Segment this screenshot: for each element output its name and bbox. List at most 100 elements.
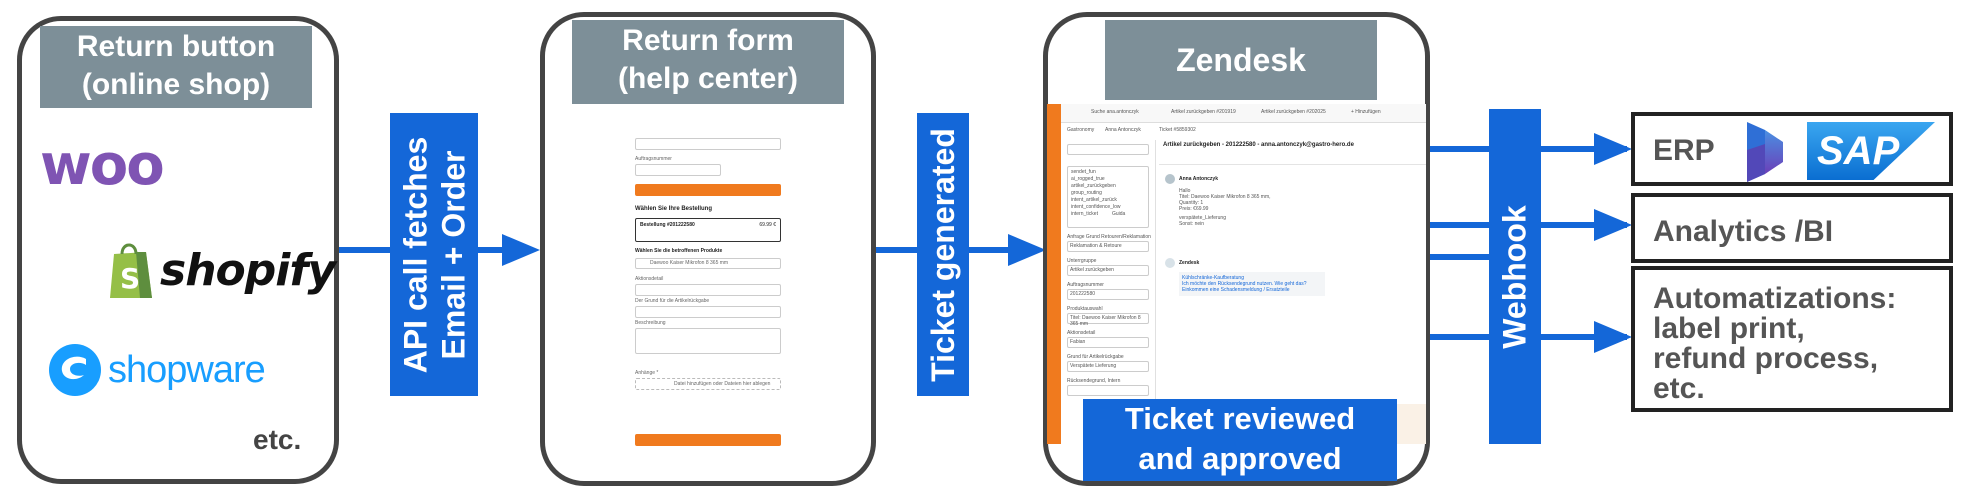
- zendesk-field-label-5: Aktionsdetail: [1067, 330, 1096, 336]
- zendesk-field-label-4: Produktauswahl: [1067, 306, 1103, 312]
- zendesk-suggested-articles: Kühlschränke-Kaufberatung Ich möchte den…: [1179, 272, 1325, 296]
- zendesk-crumb-3[interactable]: Ticket #5859302: [1159, 127, 1196, 133]
- zendesk-crumb-2[interactable]: Anna Antonczyk: [1105, 127, 1141, 133]
- form-product-label: Daewoo Kaiser Mikrofon 8 365 mm: [650, 260, 729, 266]
- automations-line3: refund process,: [1653, 342, 1879, 375]
- zendesk-article-link-3[interactable]: Einkommen eine Schadensmeldung / Ersatzt…: [1182, 287, 1290, 293]
- form-field-top[interactable]: [635, 138, 781, 150]
- arrow-1b-line: [478, 247, 506, 253]
- zendesk-field-6[interactable]: Verspätete Lieferung: [1067, 361, 1149, 372]
- zendesk-tag-5: intent_artikel_zurück: [1071, 197, 1117, 203]
- form-label-order-number: Auftragsnummer: [635, 156, 672, 162]
- zendesk-field-label-7: Rücksendegrund, Intern: [1067, 378, 1121, 384]
- form-field-description[interactable]: [635, 328, 781, 354]
- erp-arrow-head: [1594, 133, 1632, 165]
- analytics-label: Analytics /BI: [1653, 215, 1834, 248]
- webhook-in-line: [1430, 254, 1490, 260]
- automation-arrow-line: [1541, 334, 1627, 340]
- zendesk-tag-1: sendet_fun: [1071, 169, 1096, 175]
- return-form-title: Return form (help center): [572, 20, 844, 104]
- form-field-action[interactable]: [635, 284, 781, 296]
- zendesk-agent-name: Zendesk: [1179, 260, 1200, 266]
- form-screenshot: Auftragsnummer Wählen Sie Ihre Bestellun…: [545, 112, 871, 458]
- shopify-logo-text: shopify: [160, 244, 336, 296]
- form-order-title: Bestellung #201222580: [640, 222, 695, 228]
- zendesk-field-7[interactable]: [1067, 385, 1149, 396]
- zendesk-fields-panel: sendet_fun ai_rogged_true artikel_zurück…: [1063, 140, 1156, 440]
- zendesk-article-link-2[interactable]: Ich möchte den Rücksendegrund nutzen. Wi…: [1182, 281, 1307, 287]
- automation-arrow-head: [1594, 321, 1632, 353]
- zendesk-field-5-value: Fabian: [1070, 339, 1086, 345]
- zendesk-field-3[interactable]: 201222580: [1067, 289, 1149, 300]
- zendesk-field-6-value: Verspätete Lieferung: [1070, 363, 1117, 369]
- api-call-bar: API call fetches Email + Order: [390, 113, 478, 396]
- erp-label: ERP: [1653, 134, 1715, 167]
- erp-arrow-line: [1541, 146, 1627, 152]
- zendesk-tag-4: group_routing: [1071, 190, 1102, 196]
- return-button-title: Return button (online shop): [40, 26, 312, 108]
- analytics-arrow-line-a: [1430, 222, 1490, 228]
- api-call-label-line1: API call fetches: [397, 136, 434, 373]
- zendesk-field-1-value: Reklamation & Retoure: [1070, 243, 1122, 249]
- zendesk-message-line-5: verspätete_Lieferung: [1179, 215, 1226, 221]
- zendesk-field-2[interactable]: Artikel zurückgeben: [1067, 265, 1149, 276]
- form-label-reason: Der Grund für die Artikelrückgabe: [635, 298, 710, 304]
- form-submit-button[interactable]: [635, 434, 781, 446]
- return-button-title-line2: (online shop): [81, 68, 271, 101]
- form-upload-label: Datei hinzufügen oder Dateien hier ableg…: [674, 381, 771, 387]
- zendesk-tab-search[interactable]: Suche ana.antonczyk: [1091, 109, 1139, 115]
- etc-label: etc.: [253, 424, 302, 455]
- automations-box: Automatizations: label print, refund pro…: [1631, 266, 1953, 412]
- sap-logo: SAP: [1807, 122, 1935, 180]
- form-product-row[interactable]: Daewoo Kaiser Mikrofon 8 365 mm: [635, 258, 781, 269]
- form-field-order-number[interactable]: [635, 164, 721, 176]
- zendesk-tags-box[interactable]: sendet_fun ai_rogged_true artikel_zurück…: [1067, 166, 1149, 228]
- return-form-title-line2: (help center): [617, 62, 799, 95]
- ticket-generated-bar: Ticket generated: [917, 113, 969, 396]
- form-upload-area[interactable]: Datei hinzufügen oder Dateien hier ableg…: [635, 378, 781, 390]
- sap-logo-text: SAP: [1817, 129, 1900, 173]
- zendesk-field-5[interactable]: Fabian: [1067, 337, 1149, 348]
- zendesk-new-tab[interactable]: + Hinzufügen: [1351, 109, 1381, 115]
- zendesk-ticket-title: Artikel zurückgeben - 201222580 - anna.a…: [1163, 142, 1354, 148]
- form-field-reason[interactable]: [635, 306, 781, 318]
- form-order-price: 69.99 €: [759, 222, 776, 228]
- zendesk-tag-7: intern_ticket: [1071, 211, 1098, 217]
- arrow-1-head: [502, 234, 540, 266]
- zendesk-tag-3: artikel_zurückgeben: [1071, 183, 1116, 189]
- form-order-card[interactable]: Bestellung #201222580 69.99 €: [635, 218, 781, 242]
- zendesk-field-label-3: Auftragsnummer: [1067, 282, 1104, 288]
- ticket-approved-line2: and approved: [1138, 441, 1342, 476]
- shopware-circle-icon: [49, 344, 101, 396]
- zendesk-field-label-6: Grund für Artikelrückgabe: [1067, 354, 1124, 360]
- shopware-logo: shopware: [48, 343, 266, 397]
- zendesk-article-link-1[interactable]: Kühlschränke-Kaufberatung: [1182, 275, 1244, 281]
- arrow-2-head: [1008, 234, 1046, 266]
- analytics-arrow-line: [1541, 222, 1627, 228]
- zendesk-tag-6: intent_confidence_low: [1071, 204, 1121, 210]
- zendesk-form-select[interactable]: [1067, 144, 1149, 155]
- form-continue-button[interactable]: [635, 184, 781, 196]
- shopify-bag-icon: S: [110, 243, 152, 298]
- zendesk-breadcrumb: Gastronomy Anna Antonczyk Ticket #585930…: [1061, 124, 1426, 136]
- erp-arrow-line-a: [1430, 146, 1490, 152]
- zendesk-message-line-3: Quantity: 1: [1179, 200, 1204, 206]
- zendesk-crumb-1[interactable]: Gastronomy: [1067, 127, 1095, 133]
- return-form-title-line1: Return form: [622, 24, 794, 57]
- form-heading: Wählen Sie Ihre Bestellung: [635, 206, 713, 212]
- zendesk-tab-ticket-2[interactable]: Artikel zurückgeben #202025: [1261, 109, 1326, 115]
- zendesk-message-line-2: Titel: Daewoo Kaiser Mikrofon 8 365 mm,: [1179, 194, 1271, 200]
- zendesk-field-4-value: Titel: Daewoo Kaiser Mikrofon 8 365 mm: [1070, 315, 1141, 327]
- zendesk-field-1[interactable]: Reklamation & Retoure: [1067, 241, 1149, 252]
- shopware-logo-text: shopware: [108, 348, 266, 391]
- automations-line2: label print,: [1653, 312, 1805, 345]
- return-button-title-line1: Return button: [76, 30, 276, 63]
- zendesk-divider: [1159, 164, 1426, 165]
- zendesk-screenshot: Suche ana.antonczyk Artikel zurückgeben …: [1047, 104, 1426, 444]
- erp-box: ERP SAP: [1631, 112, 1953, 186]
- zendesk-top-tabs: Suche ana.antonczyk Artikel zurückgeben …: [1061, 104, 1426, 123]
- automations-line1: Automatizations:: [1653, 282, 1897, 315]
- zendesk-field-4[interactable]: Titel: Daewoo Kaiser Mikrofon 8 365 mm: [1067, 313, 1149, 327]
- zendesk-tab-ticket-1[interactable]: Artikel zurückgeben #201919: [1171, 109, 1236, 115]
- zendesk-field-2-value: Artikel zurückgeben: [1070, 267, 1114, 273]
